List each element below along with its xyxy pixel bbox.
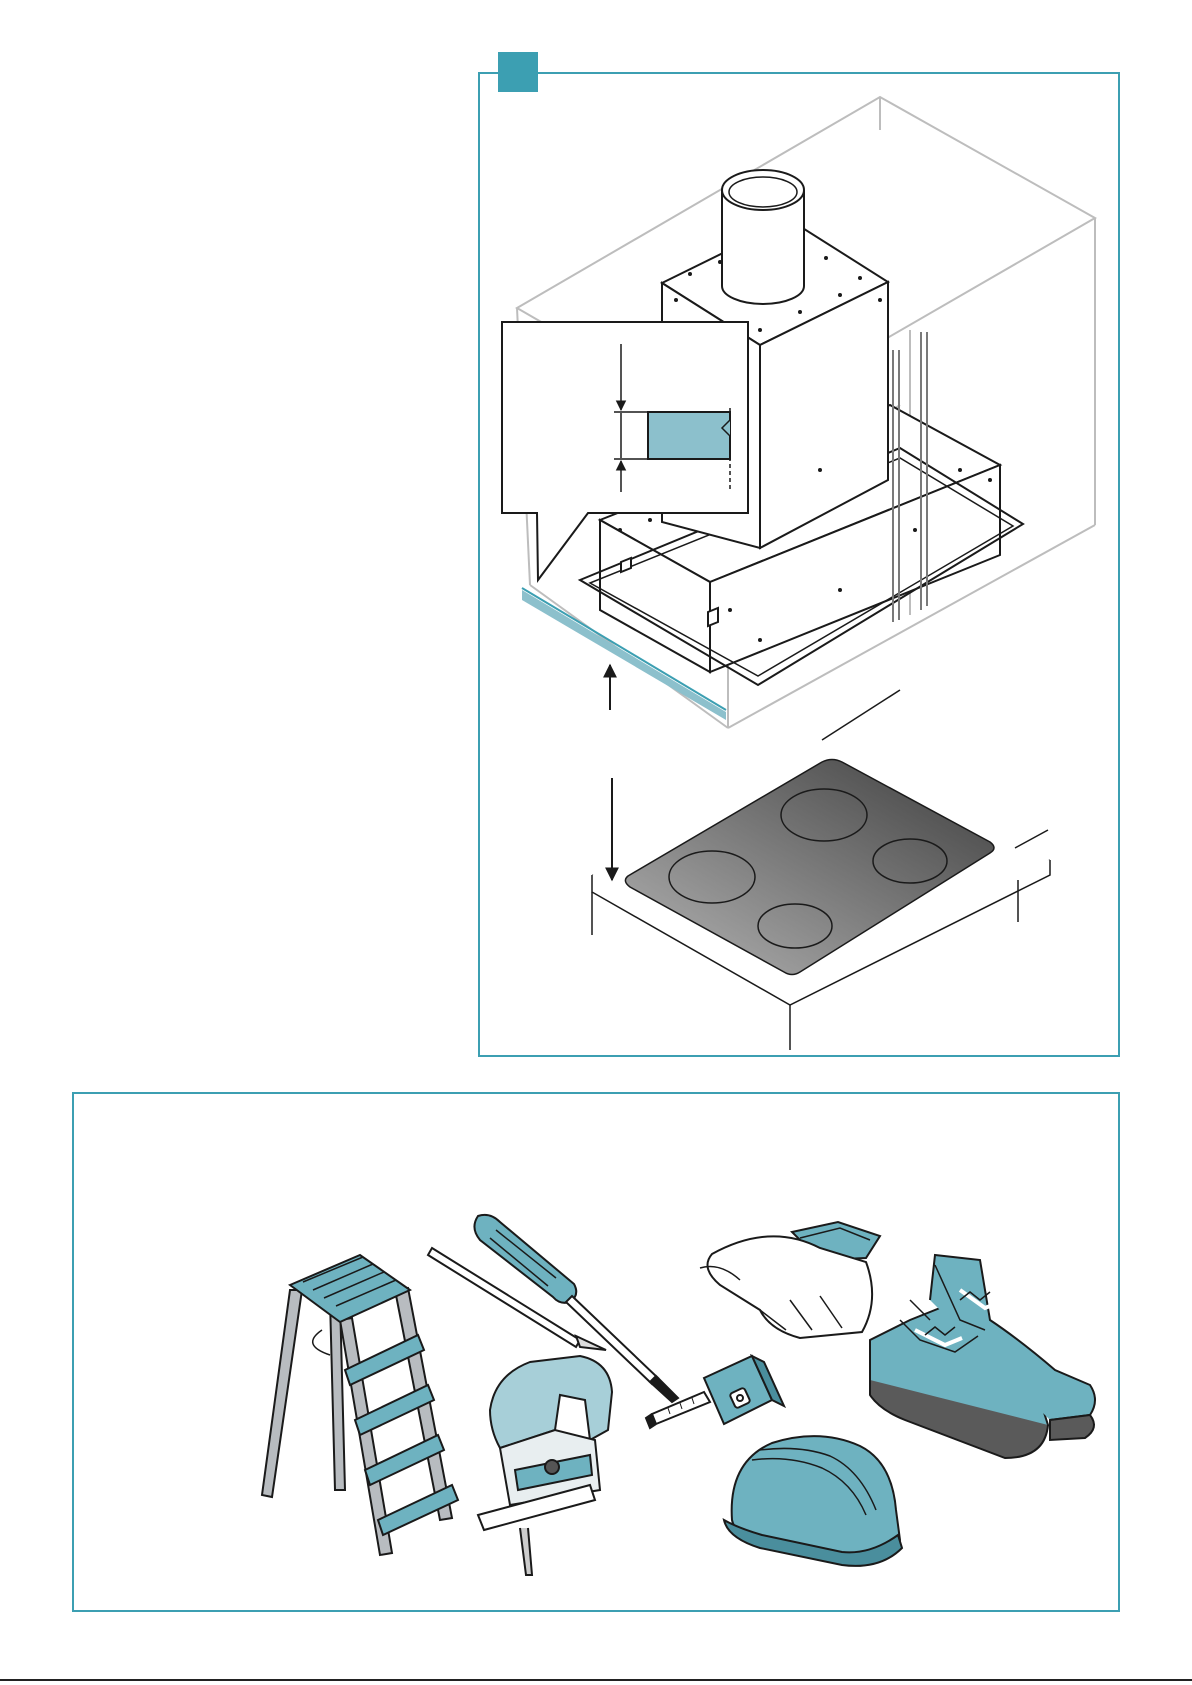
safety-boots-icon <box>870 1255 1095 1458</box>
jigsaw-icon <box>478 1356 612 1575</box>
hard-hat-icon <box>724 1436 902 1566</box>
work-gloves-icon <box>700 1222 880 1338</box>
stepladder-icon <box>262 1255 458 1555</box>
